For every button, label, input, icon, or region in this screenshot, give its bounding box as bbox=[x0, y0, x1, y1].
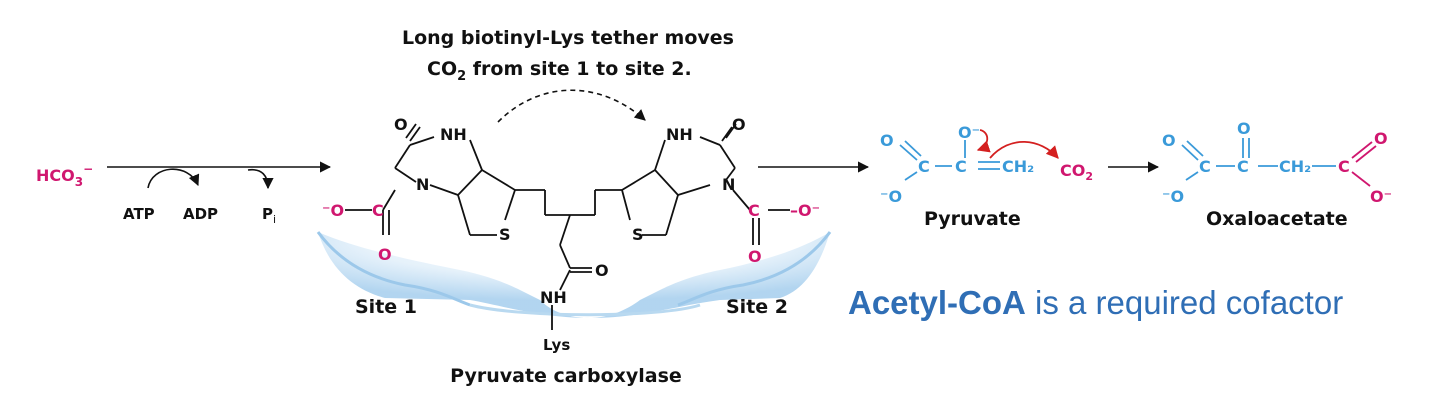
oxaloacetate-name: Oxaloacetate bbox=[1206, 208, 1348, 230]
right-carboxylate-o-minus: –O⁻ bbox=[790, 201, 820, 220]
right-carboxyl-o: O bbox=[748, 247, 762, 266]
oxaloacetate-o4-minus: O⁻ bbox=[1370, 187, 1392, 206]
pi-curve-arrow bbox=[247, 168, 274, 190]
tether-note-line1: Long biotinyl-Lys tether moves bbox=[402, 27, 734, 49]
oxaloacetate-o4: O bbox=[1374, 129, 1388, 148]
tether-co2: CO bbox=[427, 58, 457, 80]
biotin-site2-structure bbox=[551, 123, 790, 330]
right-s-atom: S bbox=[632, 225, 644, 244]
oxaloacetate-c2: C bbox=[1237, 157, 1249, 176]
biotin-site1-structure bbox=[345, 123, 580, 236]
oxaloacetate-c1: C bbox=[1199, 157, 1211, 176]
caption-bold: Acetyl-CoA bbox=[848, 284, 1026, 321]
oxaloacetate-c4: C bbox=[1338, 157, 1350, 176]
oxaloacetate-o-top: O bbox=[1162, 131, 1176, 150]
enolate-red-arrow bbox=[976, 129, 991, 153]
bicarbonate-label: HCO3− bbox=[36, 162, 93, 189]
site1-label: Site 1 bbox=[355, 296, 417, 318]
lys-carbonyl-o: O bbox=[595, 261, 609, 280]
adp-label: ADP bbox=[183, 205, 218, 223]
left-nh-atom: NH bbox=[440, 125, 467, 144]
pyruvate-o-minus: ⁻O bbox=[880, 187, 902, 206]
lys-label: Lys bbox=[543, 336, 570, 354]
pyruvate-ch2: CH₂ bbox=[1002, 157, 1034, 176]
tether-note-rest: from site 1 to site 2. bbox=[466, 58, 692, 80]
atp-label: ATP bbox=[123, 205, 155, 223]
caption-rest: is a required cofactor bbox=[1025, 284, 1344, 321]
right-o-atom: O bbox=[732, 115, 746, 134]
left-carboxyl-c: C bbox=[372, 201, 384, 220]
oxaloacetate-o-minus: ⁻O bbox=[1162, 187, 1184, 206]
site2-label: Site 2 bbox=[726, 296, 788, 318]
left-carboxylate-o-minus: ⁻O bbox=[322, 201, 344, 220]
pyruvate-structure bbox=[899, 140, 1000, 181]
right-carboxyl-c: C bbox=[748, 201, 760, 220]
dashed-transfer-arrow bbox=[497, 89, 646, 123]
right-n-atom: N bbox=[722, 175, 735, 194]
pyruvate-o-enolate: O⁻ bbox=[958, 123, 980, 142]
pyruvate-o-top: O bbox=[880, 131, 894, 150]
pyruvate-name: Pyruvate bbox=[924, 208, 1021, 230]
pyruvate-c1: C bbox=[918, 157, 930, 176]
left-n-atom: N bbox=[416, 175, 429, 194]
acetyl-coa-caption: Acetyl-CoA is a required cofactor bbox=[848, 284, 1343, 322]
atp-curve-arrow bbox=[147, 168, 200, 189]
pi-label: Pi bbox=[262, 205, 276, 226]
left-carboxyl-o: O bbox=[378, 245, 392, 264]
attack-red-arrow bbox=[989, 140, 1059, 159]
right-nh-atom: NH bbox=[666, 125, 693, 144]
oxaloacetate-ch2: CH₂ bbox=[1279, 157, 1311, 176]
enzyme-surface bbox=[316, 231, 832, 318]
tether-note-line2: CO2 from site 1 to site 2. bbox=[427, 58, 692, 84]
left-s-atom: S bbox=[499, 225, 511, 244]
pyruvate-co2: CO2 bbox=[1060, 161, 1093, 183]
oxaloacetate-structure bbox=[1181, 138, 1336, 181]
pyruvate-c2: C bbox=[955, 157, 967, 176]
tether-co2-sub: 2 bbox=[457, 69, 466, 84]
oxaloacetate-o-keto: O bbox=[1237, 119, 1251, 138]
lys-nh-atom: NH bbox=[540, 288, 567, 307]
left-o-atom: O bbox=[394, 115, 408, 134]
oxaloacetate-new-carboxyl bbox=[1351, 141, 1377, 187]
enzyme-name: Pyruvate carboxylase bbox=[450, 365, 682, 387]
